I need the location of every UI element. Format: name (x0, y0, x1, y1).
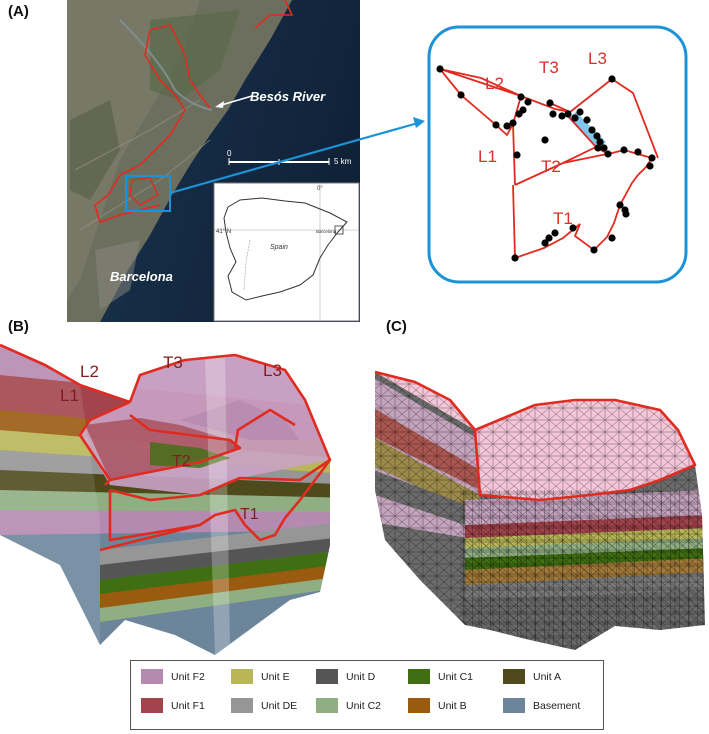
inset-city-label: Barcelona (316, 229, 337, 234)
legend-swatch-unit-d (316, 669, 338, 684)
legend-label-unit-c2: Unit C2 (346, 699, 382, 712)
legend-item-unit-f2: Unit F2 (141, 669, 205, 684)
inset-lat-label: 41° N (216, 229, 231, 235)
panel-c-mesh-model (374, 370, 705, 650)
legend: Unit F2 Unit E Unit D Unit C1 Unit A Uni… (130, 660, 604, 730)
legend-label-unit-c1: Unit C1 (438, 670, 474, 683)
callout-label-l3: L3 (588, 49, 607, 68)
legend-item-unit-a: Unit A (503, 669, 561, 684)
legend-item-unit-d: Unit D (316, 669, 375, 684)
legend-swatch-unit-c2 (316, 698, 338, 713)
legend-swatch-unit-f1 (141, 698, 163, 713)
panel-c-label: (C) (386, 318, 407, 335)
legend-item-unit-c2: Unit C2 (316, 698, 381, 713)
legend-item-unit-e: Unit E (231, 669, 290, 684)
callout-label-t1: T1 (553, 209, 573, 228)
callout-label-t3: T3 (539, 58, 559, 77)
callout-label-l1: L1 (478, 147, 497, 166)
focus-rectangle (125, 175, 171, 212)
model-b-label-t3: T3 (163, 353, 183, 372)
legend-label-unit-f2: Unit F2 (171, 670, 205, 683)
scale-zero: 0 (227, 149, 232, 158)
legend-item-unit-b: Unit B (408, 698, 467, 713)
river-label: Besós River (250, 89, 326, 104)
panel-b-geological-model: L2 L1 T3 L3 T2 T1 (0, 343, 332, 655)
legend-label-unit-f1: Unit F1 (171, 699, 205, 712)
legend-label-unit-de: Unit DE (261, 699, 298, 712)
model-b-label-l1: L1 (60, 386, 79, 405)
model-b-label-t1: T1 (240, 506, 259, 523)
callout-label-t2: T2 (541, 157, 561, 176)
legend-swatch-unit-e (231, 669, 253, 684)
legend-label-basement: Basement (533, 699, 581, 712)
legend-label-unit-e: Unit E (261, 670, 290, 683)
legend-item-unit-c1: Unit C1 (408, 669, 473, 684)
scale-max: 5 km (334, 157, 352, 166)
model-b-label-l2: L2 (80, 362, 99, 381)
legend-swatch-unit-f2 (141, 669, 163, 684)
legend-swatch-unit-b (408, 698, 430, 713)
legend-label-unit-b: Unit B (438, 699, 467, 712)
well-layout-callout: L2 T3 L3 L1 T2 T1 (427, 25, 688, 284)
legend-label-unit-a: Unit A (533, 670, 562, 683)
model-b-label-l3: L3 (263, 361, 282, 380)
legend-swatch-unit-de (231, 698, 253, 713)
inset-lon-label: 0° (317, 186, 323, 192)
panel-a-map: 0 5 km Besós River Barcelona 0° 41° N Sp… (67, 0, 688, 322)
inset-country-label: Spain (270, 244, 288, 251)
inset-location-map: 0° 41° N Spain Barcelona (213, 182, 360, 322)
model-b-label-t2: T2 (172, 453, 191, 470)
legend-swatch-unit-a (503, 669, 525, 684)
legend-item-basement: Basement (503, 698, 580, 713)
legend-swatch-unit-c1 (408, 669, 430, 684)
city-label: Barcelona (110, 269, 173, 284)
legend-swatch-basement (503, 698, 525, 713)
panel-b-label: (B) (8, 318, 29, 335)
callout-label-l2: L2 (485, 74, 504, 93)
legend-item-unit-de: Unit DE (231, 698, 297, 713)
panel-a-label: (A) (8, 3, 29, 20)
legend-item-unit-f1: Unit F1 (141, 698, 205, 713)
legend-label-unit-d: Unit D (346, 670, 376, 683)
